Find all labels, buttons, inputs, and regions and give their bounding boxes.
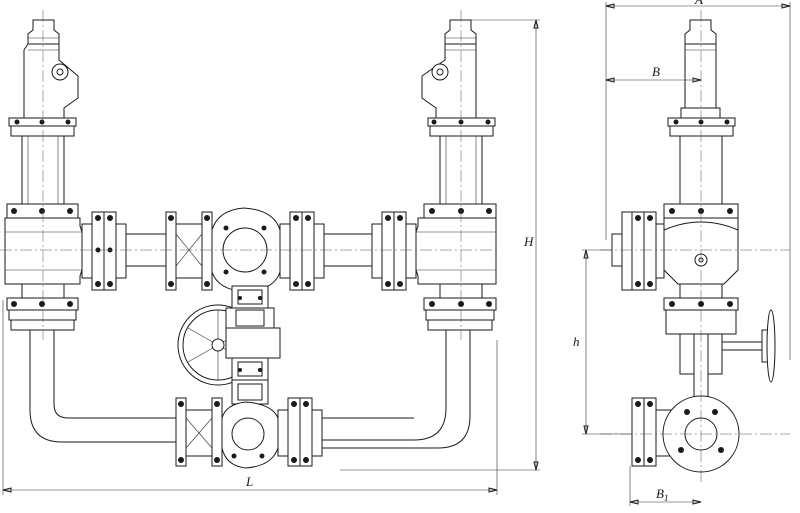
dimension-label-B1-subscript: 1 — [664, 493, 669, 503]
lower-right-flange — [277, 397, 323, 467]
dimension-label-B1: B1 — [656, 486, 668, 503]
lower-left-flange — [175, 397, 223, 467]
dimension-label-B: B — [652, 64, 660, 79]
inlet-pipes — [29, 330, 471, 449]
right-outlet-flanges — [371, 211, 417, 291]
left-middle-flange — [165, 211, 213, 291]
lower-changeover-body — [221, 401, 279, 469]
valve-stem-housing — [225, 285, 281, 405]
left-safety-valve — [4, 19, 83, 331]
right-safety-valve — [415, 19, 497, 331]
dimension-label-B1-main: B — [656, 486, 664, 501]
dimension-label-L: L — [245, 474, 253, 489]
dimension-label-h: h — [573, 334, 580, 349]
dimension-label-A: A — [694, 0, 703, 7]
left-outlet-flanges — [81, 211, 127, 291]
right-middle-flanges — [279, 211, 325, 291]
dimension-lines — [2, 2, 791, 506]
side-view — [600, 10, 790, 485]
dimension-label-H: H — [523, 234, 534, 249]
front-view — [0, 10, 500, 469]
